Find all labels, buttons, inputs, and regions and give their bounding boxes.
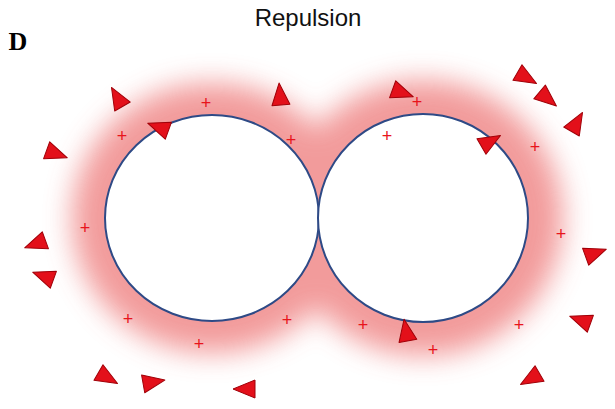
- charge-sign: +: [282, 311, 293, 329]
- charge-sign: +: [530, 138, 541, 156]
- particle-circle: [318, 114, 528, 322]
- charge-sign: +: [358, 316, 369, 334]
- particle-circle: [105, 115, 319, 321]
- charge-cloud: [72, 80, 563, 356]
- charge-sign: +: [123, 310, 134, 328]
- charge-sign: +: [428, 341, 439, 359]
- charge-sign: +: [286, 131, 297, 149]
- charge-sign: +: [194, 335, 205, 353]
- ion-triangles: [22, 65, 610, 398]
- charge-sign: +: [382, 127, 393, 145]
- charge-sign: +: [556, 225, 567, 243]
- figure-title: Repulsion: [255, 6, 362, 30]
- charge-sign: +: [80, 219, 91, 237]
- charge-sign: +: [201, 94, 212, 112]
- charge-sign: +: [412, 93, 423, 111]
- charge-sign: +: [117, 127, 128, 145]
- panel-letter: D: [9, 29, 28, 55]
- charge-sign: +: [514, 316, 525, 334]
